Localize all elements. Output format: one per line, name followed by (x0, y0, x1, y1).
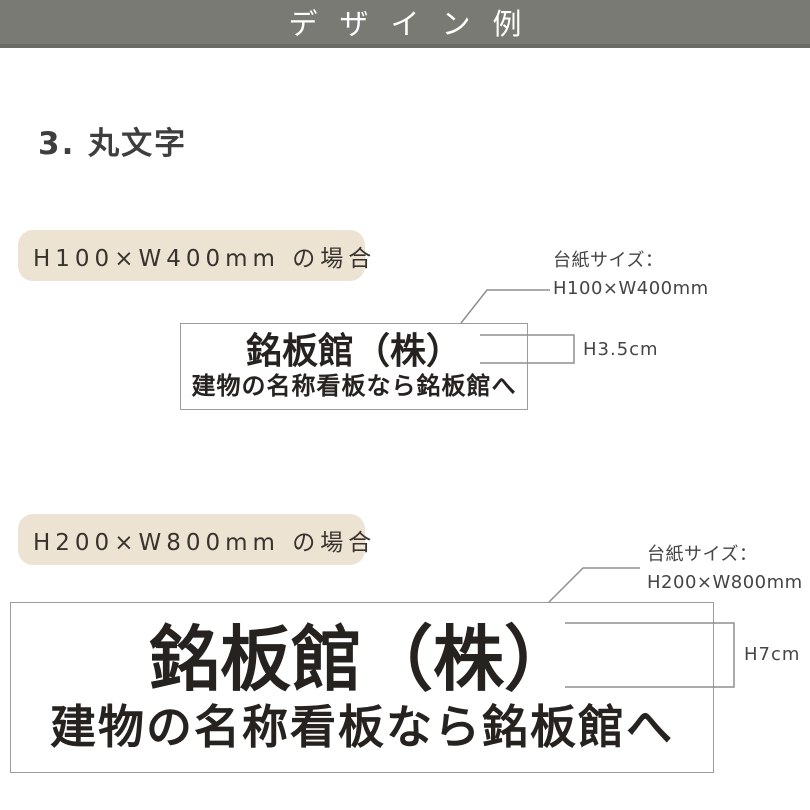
header-bar: デザイン例 (0, 0, 810, 48)
sign-sample-h200w800: 銘板館（株） 建物の名称看板なら銘板館へ (10, 602, 714, 773)
leader-line-2 (548, 567, 640, 603)
page-title: デザイン例 (288, 7, 544, 41)
mount-size-value: H100×W400mm (553, 278, 709, 299)
section-heading: 3. 丸文字 (38, 126, 188, 162)
sign-sample-h100w400: 銘板館（株） 建物の名称看板なら銘板館へ (180, 323, 528, 410)
case-label-text: H200×W800mm の場合 (33, 529, 377, 556)
sign-company-name: 銘板館（株） (245, 331, 462, 373)
sign-tagline: 建物の名称看板なら銘板館へ (191, 372, 517, 401)
mount-size-title: 台紙サイズ： (553, 250, 664, 271)
text-height-label-1: H3.5cm (583, 339, 659, 360)
sign-tagline: 建物の名称看板なら銘板館へ (50, 699, 674, 754)
text-height-label-2: H7cm (744, 644, 801, 665)
mount-size-annotation-1: 台紙サイズ： H100×W400mm (553, 247, 709, 303)
mount-size-annotation-2: 台紙サイズ： H200×W800mm (647, 541, 803, 597)
case-label-h100w400: H100×W400mm の場合 (18, 230, 371, 281)
mount-size-value: H200×W800mm (647, 572, 803, 593)
mount-size-title: 台紙サイズ： (647, 544, 758, 565)
case-label-text: H100×W400mm の場合 (33, 245, 377, 272)
case-label-h200w800: H200×W800mm の場合 (18, 514, 371, 565)
leader-line-1 (460, 289, 550, 324)
sign-company-name: 銘板館（株） (148, 618, 575, 702)
